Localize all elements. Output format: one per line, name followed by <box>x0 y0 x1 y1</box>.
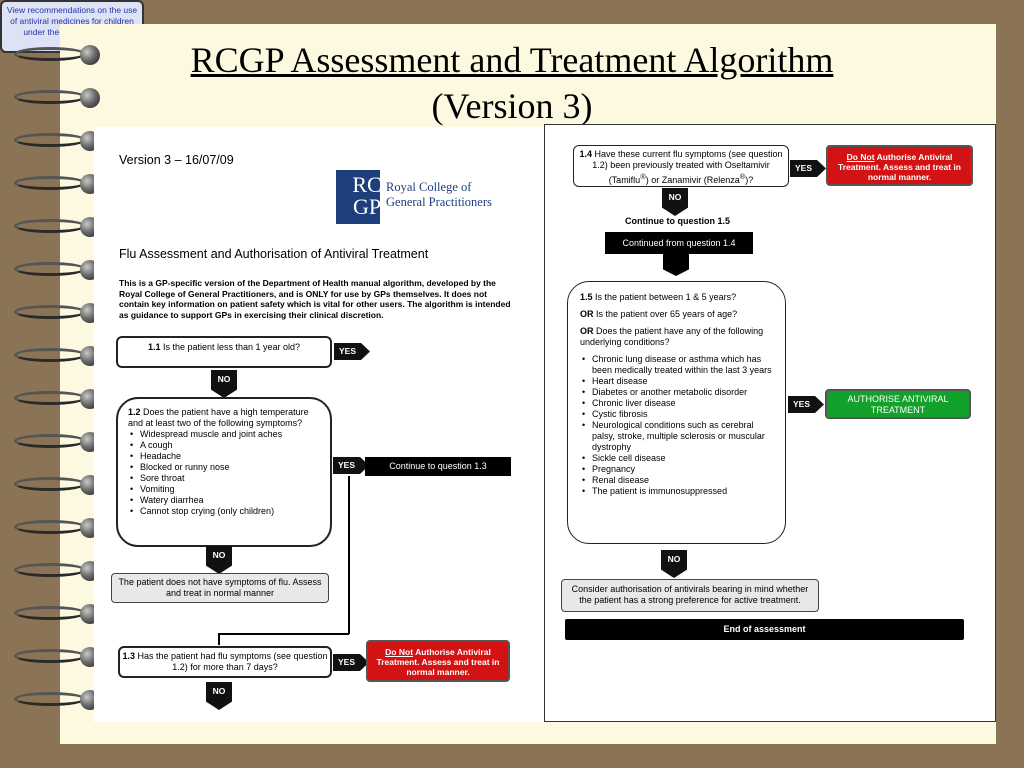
list-item: Blocked or runny nose <box>128 462 320 473</box>
end-of-assessment-bar: End of assessment <box>565 619 964 640</box>
question-text: Is the patient over 65 years of age? <box>594 309 738 319</box>
question-1-3-box: 1.3 Has the patient had flu symptoms (se… <box>118 646 332 678</box>
list-item: Heart disease <box>580 376 773 387</box>
question-number: 1.2 <box>128 407 141 417</box>
document-heading: Flu Assessment and Authorisation of Anti… <box>119 247 428 261</box>
list-item: Chronic lung disease or asthma which has… <box>580 354 773 376</box>
list-item: Vomiting <box>128 484 320 495</box>
connector-line <box>218 633 220 645</box>
question-1-5-line3: OR Does the patient have any of the foll… <box>580 326 773 348</box>
question-text: )? <box>745 175 753 185</box>
continue-to-1-3-box: Continue to question 1.3 <box>365 457 511 476</box>
question-1-5-line2: OR Is the patient over 65 years of age? <box>580 309 773 320</box>
list-item: Neurological conditions such as cerebral… <box>580 420 773 453</box>
symptom-list: Widespread muscle and joint achesA cough… <box>128 429 320 517</box>
binder-ring <box>14 690 100 710</box>
continued-from-1-4-box: Continued from question 1.4 <box>605 232 753 254</box>
question-1-2-text: 1.2 Does the patient have a high tempera… <box>128 407 320 429</box>
binder-ring <box>14 260 100 280</box>
binder-ring <box>14 647 100 667</box>
list-item: The patient is immunosuppressed <box>580 486 773 497</box>
binder-ring <box>14 518 100 538</box>
slide-subtitle: (Version 3) <box>0 86 1024 126</box>
list-item: Renal disease <box>580 475 773 486</box>
intro-paragraph: This is a GP-specific version of the Dep… <box>119 278 511 320</box>
do-not-authorise-box: Do Not Authorise Antiviral Treatment. As… <box>366 640 510 682</box>
question-text: Is the patient between 1 & 5 years? <box>593 292 737 302</box>
question-1-5-box: 1.5 Is the patient between 1 & 5 years? … <box>567 281 786 544</box>
or-label: OR <box>580 309 594 319</box>
binder-ring <box>14 131 100 151</box>
logo-text: Royal College of General Practitioners <box>386 180 492 210</box>
question-1-2-box: 1.2 Does the patient have a high tempera… <box>116 397 332 547</box>
question-1-4-box: 1.4 Have these current flu symptoms (see… <box>573 145 789 187</box>
list-item: Cystic fibrosis <box>580 409 773 420</box>
binder-ring <box>14 217 100 237</box>
question-text: ) or Zanamivir (Relenza <box>646 175 740 185</box>
list-item: Chronic liver disease <box>580 398 773 409</box>
connector-line <box>348 476 350 634</box>
no-flu-symptoms-box: The patient does not have symptoms of fl… <box>111 573 329 603</box>
list-item: Widespread muscle and joint aches <box>128 429 320 440</box>
list-item: Watery diarrhea <box>128 495 320 506</box>
list-item: Cannot stop crying (only children) <box>128 506 320 517</box>
question-number: 1.4 <box>579 149 592 159</box>
binder-ring <box>14 432 100 452</box>
question-text: Does the patient have any of the followi… <box>580 326 763 347</box>
do-not-authorise-box: Do Not Authorise Antiviral Treatment. As… <box>826 145 973 186</box>
or-label: OR <box>580 326 594 336</box>
list-item: Diabetes or another metabolic disorder <box>580 387 773 398</box>
binder-ring <box>14 303 100 323</box>
question-number: 1.5 <box>580 292 593 302</box>
conditions-list: Chronic lung disease or asthma which has… <box>580 354 773 497</box>
question-number: 1.1 <box>148 342 161 352</box>
question-1-1-box: 1.1 Is the patient less than 1 year old? <box>116 336 332 368</box>
consider-authorisation-box: Consider authorisation of antivirals bea… <box>561 579 819 612</box>
connector-line <box>218 633 349 635</box>
list-item: Headache <box>128 451 320 462</box>
continue-to-1-5-label: Continue to question 1.5 <box>625 216 730 227</box>
binder-ring <box>14 346 100 366</box>
question-text: Has the patient had flu symptoms (see qu… <box>135 651 328 672</box>
binder-ring <box>14 604 100 624</box>
list-item: Sickle cell disease <box>580 453 773 464</box>
list-item: A cough <box>128 440 320 451</box>
binder-ring <box>14 389 100 409</box>
binder-ring <box>14 561 100 581</box>
question-text: Is the patient less than 1 year old? <box>160 342 300 352</box>
logo-name-line1: Royal College of <box>386 180 492 195</box>
slide-title: RCGP Assessment and Treatment Algorithm <box>0 40 1024 80</box>
list-item: Sore throat <box>128 473 320 484</box>
logo-name-line2: General Practitioners <box>386 195 492 210</box>
list-item: Pregnancy <box>580 464 773 475</box>
binder-ring <box>14 475 100 495</box>
do-not-label: Do Not <box>385 647 413 657</box>
version-label: Version 3 – 16/07/09 <box>119 153 234 167</box>
binder-ring <box>14 174 100 194</box>
authorise-antiviral-box: AUTHORISE ANTIVIRAL TREATMENT <box>825 389 971 419</box>
question-text: Does the patient have a high temperature… <box>128 407 309 428</box>
do-not-label: Do Not <box>847 152 875 162</box>
question-1-5-line1: 1.5 Is the patient between 1 & 5 years? <box>580 292 773 303</box>
question-number: 1.3 <box>122 651 135 661</box>
